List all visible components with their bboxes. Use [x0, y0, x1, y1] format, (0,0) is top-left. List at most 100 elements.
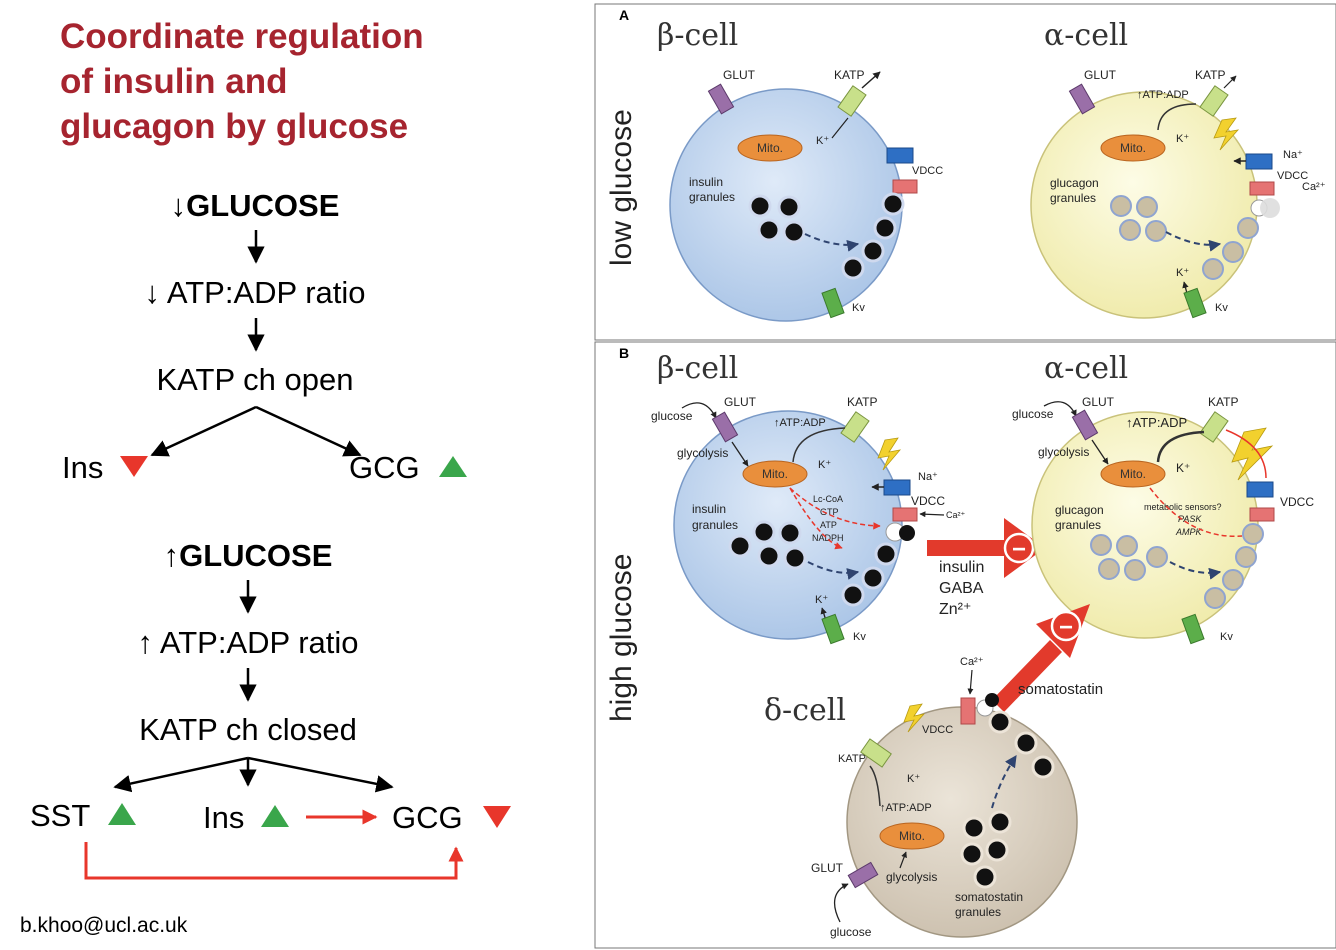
k-efflux-arrow	[1223, 75, 1237, 89]
granule	[757, 544, 781, 568]
katp-label: KATP	[847, 395, 877, 409]
granule	[1146, 546, 1168, 568]
k-flux-line	[831, 117, 849, 139]
beta-cell-high: β-cell glucose GLUT glycolysis KATP ↑ATP…	[651, 351, 966, 645]
mito-label: Mito.	[1120, 141, 1146, 155]
kv-channel-icon	[821, 287, 845, 319]
slide-title-line-2: of insulin and	[60, 62, 287, 101]
glut-label: GLUT	[1082, 395, 1115, 409]
granule	[783, 546, 807, 570]
somatostatin-granules	[960, 710, 1055, 889]
released-glucagon-icon	[1260, 198, 1280, 218]
sensor-label: metabolic sensors?	[1144, 502, 1222, 512]
granule	[782, 220, 806, 244]
granule	[1222, 569, 1244, 591]
mitochondrion-icon	[737, 134, 803, 162]
atp-inhibit-line	[792, 427, 846, 463]
granule	[1098, 558, 1120, 580]
signal-gtp: GTP	[820, 507, 839, 517]
up-triangle-icon	[108, 803, 136, 825]
low-ratio-label: ↓ ATP:ADP ratio	[144, 275, 365, 310]
glucagon-granules	[1110, 195, 1259, 280]
granule	[861, 566, 885, 590]
vdcc-label: VDCC	[922, 724, 953, 736]
granule	[1145, 220, 1167, 242]
high-glucose-side-label: high glucose	[605, 554, 638, 722]
slide-title-line-1: Coordinate regulation	[60, 17, 424, 56]
katp-channel-icon	[860, 738, 892, 768]
secretion-zinc: Zn²⁺	[939, 601, 971, 618]
katp-channel-icon	[1199, 85, 1229, 117]
kv-label: Kv	[1215, 302, 1228, 314]
sensor-ampk: AMPK	[1175, 527, 1203, 537]
delta-cell: δ-cell Ca²⁺ VDCC KATP K⁺ ↑ATP:ADP Mito. …	[764, 656, 1078, 939]
glycolysis-label: glycolysis	[677, 446, 728, 460]
glut-label: GLUT	[724, 395, 757, 409]
glucagon-granules	[1090, 523, 1264, 609]
slide-title-line-3: glucagon by glucose	[60, 107, 408, 146]
na-channel-icon	[1245, 153, 1273, 170]
granule	[841, 256, 865, 280]
low-ins-label: Ins	[62, 450, 103, 485]
up-triangle-icon	[439, 456, 467, 477]
atp-inhibit-line	[1156, 430, 1205, 463]
glucose-label: glucose	[651, 409, 693, 423]
glut-label: GLUT	[811, 861, 844, 875]
ca-label: Ca²⁺	[1302, 181, 1326, 193]
kv-label: Kv	[1220, 631, 1233, 643]
granule-traffic-arrow	[1165, 231, 1222, 252]
panel-b-letter: B	[619, 345, 629, 361]
flow-arrow	[247, 756, 394, 793]
katp-label: KATP	[1208, 395, 1238, 409]
mito-label: Mito.	[762, 467, 788, 481]
granule	[960, 842, 984, 866]
vdcc-label: VDCC	[912, 165, 943, 177]
k-out-label: K⁺	[815, 594, 828, 606]
granule	[757, 218, 781, 242]
down-triangle-icon	[483, 806, 511, 828]
alpha-cell-low: α-cell GLUT KATP ↑ATP:ADP K⁺ Mito. Na⁺ V…	[1030, 18, 1326, 319]
glut-transporter-icon	[711, 411, 739, 443]
granule	[1119, 219, 1141, 241]
glucose-uptake-arrow	[1043, 401, 1077, 417]
granules-label-1: glucagon	[1055, 503, 1104, 517]
flow-arrow	[150, 405, 257, 457]
depolarization-bolt-icon	[1213, 117, 1240, 151]
atp-adp-label: ↑ATP:ADP	[1137, 89, 1189, 101]
glut-transporter-icon	[847, 861, 879, 889]
alpha-cell-high: α-cell glucose GLUT glycolysis KATP ↑ATP…	[1012, 351, 1314, 645]
granule	[985, 838, 1009, 862]
k-label: K⁺	[816, 135, 829, 147]
granules-label-2: granules	[692, 518, 738, 532]
granules-label-2: granules	[1055, 518, 1101, 532]
ca-influx-arrow	[919, 511, 945, 518]
katp-channel-icon	[1199, 411, 1229, 443]
depolarization-bolt-icon	[903, 703, 926, 733]
granules-label-2: granules	[1050, 191, 1096, 205]
author-email: b.khoo@ucl.ac.uk	[20, 914, 188, 937]
granule	[1090, 534, 1112, 556]
granule-traffic-arrow	[807, 561, 860, 580]
na-channel-icon	[883, 479, 911, 496]
ca-label: Ca²⁺	[960, 656, 984, 668]
inhibit-symbol: −	[1012, 536, 1026, 563]
somatostatin-inhibit-arrow: −	[992, 604, 1090, 712]
sensor-pask: PASK	[1178, 514, 1202, 524]
glucose-label: glucose	[1012, 407, 1054, 421]
mitochondrion-icon	[879, 822, 945, 850]
granules-label-1: glucagon	[1050, 176, 1099, 190]
granule	[777, 195, 801, 219]
down-triangle-icon	[120, 456, 148, 477]
secretion-gaba: GABA	[939, 580, 984, 597]
kv-label: Kv	[852, 302, 865, 314]
vdcc-channel-icon	[1249, 181, 1275, 196]
low-glucose-side-label: low glucose	[605, 109, 638, 266]
glut-label: GLUT	[1084, 68, 1117, 82]
somatostatin-label: somatostatin	[1018, 681, 1103, 698]
mito-label: Mito.	[1120, 467, 1146, 481]
glycolysis-label: glycolysis	[1038, 445, 1089, 459]
granule	[988, 810, 1012, 834]
granule	[881, 192, 905, 216]
granules-label-2: granules	[955, 905, 1001, 919]
kv-label: Kv	[853, 631, 866, 643]
